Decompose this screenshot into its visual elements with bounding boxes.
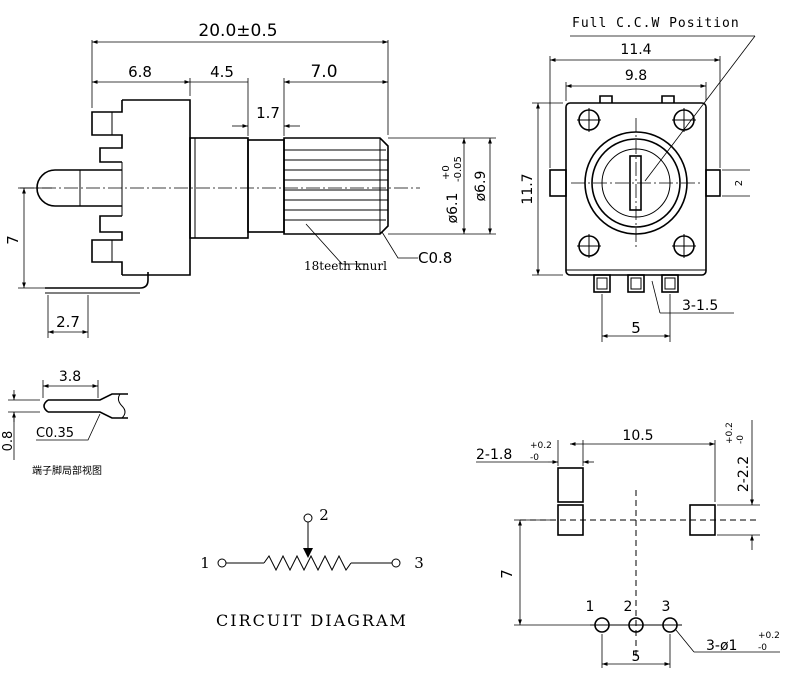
dim-width-inner: 9.8 xyxy=(625,68,647,84)
terminal-detail: 3.8 0.8 C0.35 端子脚局部视图 xyxy=(1,369,128,477)
pcb-vertical-offset: 7 xyxy=(498,569,516,579)
circuit-terminal-3 xyxy=(391,558,401,568)
dim-height: 11.7 xyxy=(520,173,536,204)
terminal-caption: 端子脚局部视图 xyxy=(32,464,102,477)
dim-2-7: 2.7 xyxy=(56,313,80,331)
pcb-mount-tol-upper: +0.2 xyxy=(530,441,552,451)
dim-6-8: 6.8 xyxy=(128,63,152,81)
pcb-pin-tol-upper: +0.2 xyxy=(758,631,780,641)
dim-4-5: 4.5 xyxy=(210,63,234,81)
circuit-terminal-2 xyxy=(303,513,313,523)
pcb-slot-tol-lower: -0 xyxy=(736,435,746,444)
pcb-pin-pitch: 5 xyxy=(632,649,641,665)
shaft-tol-lower: -0.05 xyxy=(453,156,464,182)
pcb-slot-width: 2-2.2 xyxy=(736,456,752,492)
pcb-mount-holes: 2-1.8 xyxy=(476,447,512,463)
dim-1-7: 1.7 xyxy=(256,104,280,122)
dim-width-outer: 11.4 xyxy=(620,42,651,58)
front-view-dimensions: Full C.C.W Position 11.4 9.8 11.7 2 3-1.… xyxy=(520,16,756,342)
dim-pin-pitch: 5 xyxy=(631,319,641,337)
circuit-diagram: 1 2 3 CIRCUIT DIAGRAM xyxy=(200,506,424,630)
side-view: 20.0±0.5 6.8 4.5 7.0 1.7 7 2.7 xyxy=(4,21,496,338)
circuit-terminal-1 xyxy=(217,558,227,568)
front-pins xyxy=(593,274,679,293)
mounting-holes xyxy=(577,108,696,258)
dim-tab: 2 xyxy=(734,180,745,186)
left-tab xyxy=(549,169,567,197)
pcb-slot-left xyxy=(557,467,584,503)
circuit-label-1: 1 xyxy=(200,554,210,572)
pcb-pin-tol-lower: -0 xyxy=(758,643,767,653)
chamfer-label: C0.8 xyxy=(418,249,452,267)
pcb-pin-holes: 3-ø1 xyxy=(706,638,737,654)
circuit-label-3: 3 xyxy=(414,554,424,572)
front-shaft xyxy=(571,118,701,248)
dim-7-0: 7.0 xyxy=(310,62,337,82)
terminal-chamfer: C0.35 xyxy=(36,426,74,441)
pcb-slot-tol-upper: +0.2 xyxy=(725,422,735,444)
pcb-pin-label-1: 1 xyxy=(586,599,595,615)
circuit-title: CIRCUIT DIAGRAM xyxy=(216,611,408,630)
pin-width-note: 3-1.5 xyxy=(682,298,718,314)
side-view-dimensions: 20.0±0.5 6.8 4.5 7.0 1.7 7 2.7 xyxy=(4,21,496,338)
terminal-thickness: 0.8 xyxy=(1,431,16,452)
pcb-mount-tol-lower: -0 xyxy=(530,453,539,463)
dim-overall-length: 20.0±0.5 xyxy=(198,21,277,41)
right-tab xyxy=(705,169,721,197)
shaft-tol-upper: +0 xyxy=(441,165,452,180)
knurl-lines xyxy=(284,138,388,234)
dim-7-vertical: 7 xyxy=(4,235,22,245)
terminal-length: 3.8 xyxy=(59,369,81,385)
dim-shaft-diameter: ø6.1 xyxy=(445,193,461,224)
front-view: Full C.C.W Position 11.4 9.8 11.7 2 3-1.… xyxy=(520,16,756,342)
circuit-label-2: 2 xyxy=(319,506,329,524)
pcb-pin-label-3: 3 xyxy=(662,599,671,615)
pcb-span: 10.5 xyxy=(622,428,653,444)
side-view-housing xyxy=(20,99,420,294)
knurl-note: 18teeth knurl xyxy=(304,259,387,273)
pcb-pin-label-2: 2 xyxy=(624,599,633,615)
pcb-layout: 1 2 3 2-1.8 +0.2 -0 10.5 2-2.2 +0.2 -0 7 xyxy=(476,420,780,668)
resistor-zigzag xyxy=(263,554,352,572)
dim-collar-diameter: ø6.9 xyxy=(473,171,489,202)
position-note: Full C.C.W Position xyxy=(572,16,740,31)
